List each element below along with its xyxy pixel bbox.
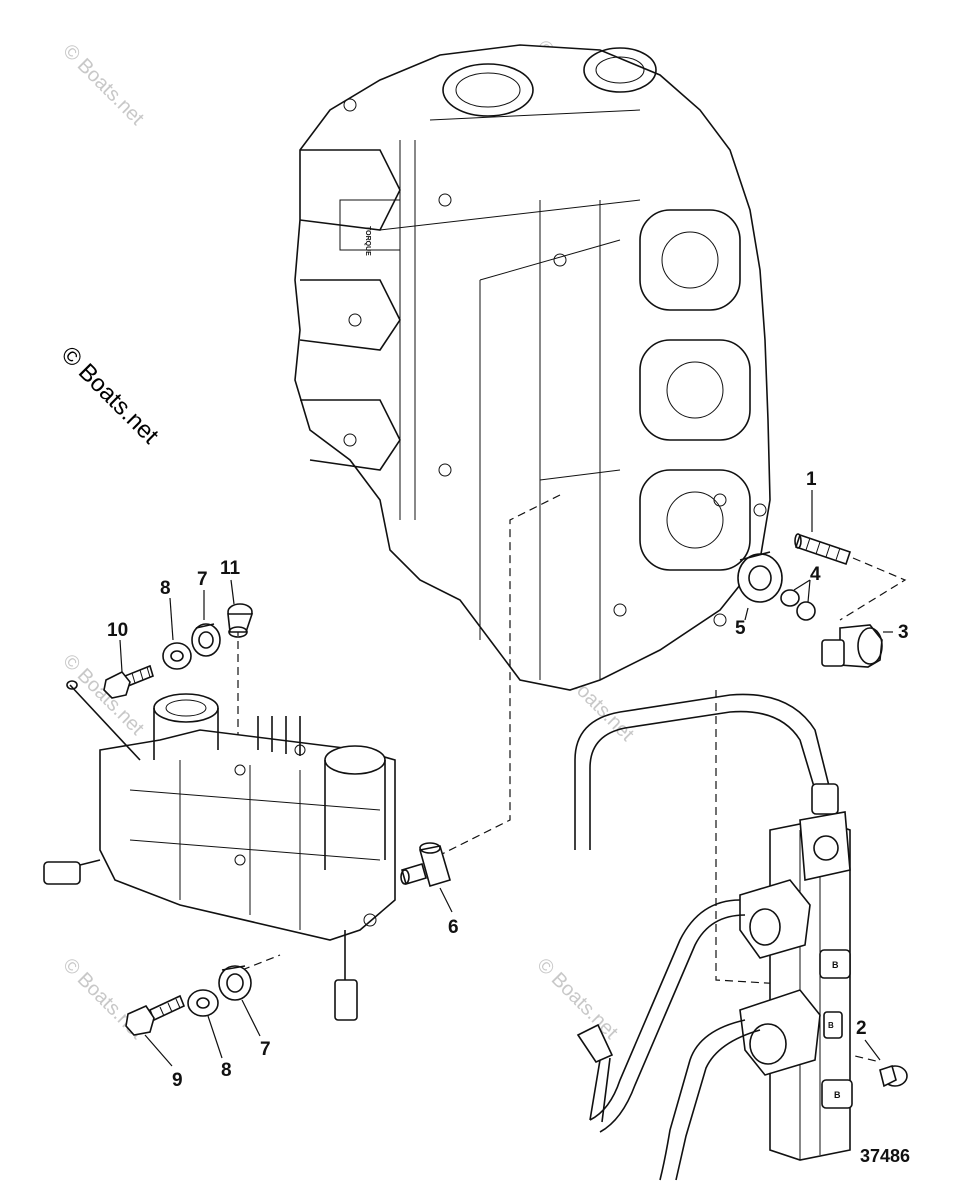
watermark-faint-4: © Boats.net: [58, 650, 148, 740]
electronic-module-assembly: [43, 680, 396, 1021]
part-11-grommet: [227, 603, 254, 638]
part-7-spacer-top: [191, 623, 221, 657]
part-8-washer-top: [162, 642, 192, 670]
fuel-rail-assembly: B B B: [574, 693, 853, 1181]
watermark-main: © Boats.net: [56, 341, 164, 449]
rail-letter-3: B: [828, 1021, 834, 1030]
rail-letter-2: B: [834, 1090, 841, 1100]
callout-5: 5: [735, 618, 746, 639]
callout-1: 1: [806, 469, 817, 490]
callout-7-bottom: 7: [260, 1039, 271, 1060]
callout-2: 2: [856, 1018, 867, 1039]
torque-decal-label: TORQUE: [364, 226, 371, 256]
part-8-washer-bottom: [187, 989, 219, 1017]
callout-10: 10: [107, 620, 128, 641]
callout-4: 4: [810, 564, 821, 585]
watermark-faint-7: © Boats.net: [532, 954, 622, 1044]
watermark-faint-1: © Boats.net: [58, 40, 148, 130]
part-5-cap: [737, 551, 783, 603]
part-2-plug: [879, 1064, 908, 1088]
callout-11: 11: [220, 558, 241, 579]
part-7-spacer-bottom: [218, 965, 252, 1001]
part-10-bolt: [103, 664, 154, 699]
engine-block: TORQUE: [294, 44, 771, 691]
callout-labels: 1 2 3 4 5 6 7 7 8 8 9 10 11: [107, 469, 909, 1091]
callout-8-top: 8: [160, 578, 171, 599]
callout-3: 3: [898, 622, 909, 643]
part-4-o-rings: [780, 579, 816, 621]
callout-6: 6: [448, 917, 459, 938]
part-1-stud: [794, 533, 852, 566]
figure-number: 37486: [860, 1146, 910, 1166]
rail-letter-1: B: [832, 960, 839, 970]
part-9-bolt: [125, 994, 186, 1036]
callout-9: 9: [172, 1070, 183, 1091]
callout-7-top: 7: [197, 569, 208, 590]
part-6-fitting: [400, 842, 451, 888]
part-3-sensor: [821, 624, 883, 668]
callout-8-bottom: 8: [221, 1060, 232, 1081]
